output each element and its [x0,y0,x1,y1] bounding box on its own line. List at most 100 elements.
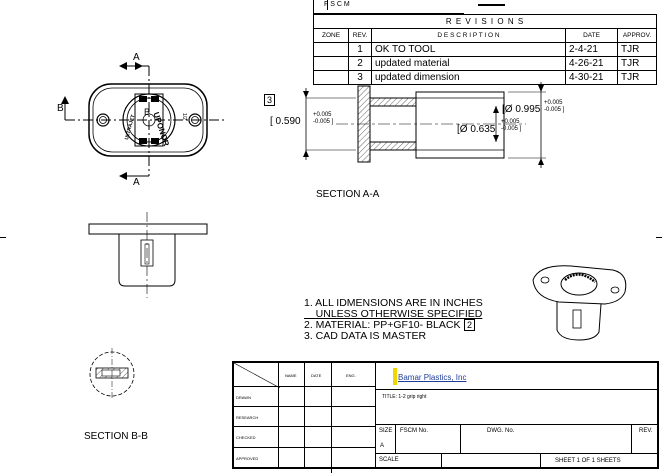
dim-inner-value: [Ø 0.635 [457,124,496,135]
company-cell: Bamar Plastics, Inc [375,362,658,390]
rev-approv: TJR [617,42,657,57]
dim-inner-tol-minus: -0.005 ] [501,126,522,132]
border-tick-bottom [331,466,332,473]
header-tick-left [327,0,328,10]
size-cell: SIZE A [375,424,396,454]
rev-number: 3 [348,70,372,85]
sheet-cell: SHEET 1 OF 1 SHEETS [540,453,658,468]
title-cell: TITLE: 1-2 grip right [375,389,658,425]
dim-outer-tol-minus: -0.005 ] [544,107,565,113]
company-name: Bamar Plastics, Inc [398,373,467,382]
section-aa-drawing [303,82,546,168]
rev-col-rev: REV. [348,28,372,43]
sign-row-label: RESEARCH [236,415,259,420]
sign-row-label: APPROVED [236,456,259,461]
header-fscm-label: F S C M [324,1,350,8]
section-aa-title: SECTION A-A [316,189,380,200]
scale-value-cell [441,453,541,468]
border-tick-right [656,237,662,238]
notes-revision-flag: 2 [464,319,475,331]
sign-corner [233,362,280,388]
dim-left-value: [ 0.590 [270,116,301,127]
dim-inner-tol-plus: +0.005 [501,119,520,125]
size-value: A [380,443,385,449]
fscm-label: FSCM No. [400,428,429,434]
general-notes: 1. ALL IDMENSIONS ARE IN INCHES UNLESS O… [304,298,483,342]
sign-grid-divider [278,406,376,407]
rev-label: REV. [639,428,653,434]
size-label: SIZE [379,428,393,434]
sign-row-label: DRAWN [236,395,251,400]
sign-row-checked: CHECKED [233,426,279,448]
section-marker-b-left: B [57,103,64,114]
drawing-title: TITLE: 1-2 grip right [382,394,427,400]
sign-grid-body [278,386,376,468]
revision-flag-number: 3 [267,95,273,105]
sign-grid-divider [331,386,332,468]
header-tick-right [478,0,505,6]
sign-header-eng: ENG. [331,362,376,387]
section-marker-a-top: A [133,52,140,63]
revisions-header-row: ZONE REV. D E S C R I P T I O N DATE APP… [313,28,657,43]
rev-col-zone: ZONE [313,28,349,43]
rev-date: 4-26-21 [565,56,618,71]
front-view-drawing [61,62,225,180]
sign-grid-divider [278,426,376,427]
revisions-table: R E V I S I O N S ZONE REV. D E S C R I … [313,14,657,85]
rev-description: updated dimension [371,70,566,85]
dwg-label: DWG. No. [487,428,515,434]
rev-zone [313,42,349,57]
note-line: 2. MATERIAL: PP+GF10- BLACK [304,319,461,331]
rev-approv: TJR [617,70,657,85]
sign-row-approved: APPROVED [233,447,279,468]
title-block: NAME DATE ENG. DRAWN RESEARCH CHECKED AP… [232,361,659,469]
note-line: 3. CAD DATA IS MASTER [304,330,427,342]
rev-col-approv: APPROV. [617,28,657,43]
sign-header-name-label: NAME [285,373,297,378]
sign-row-drawn: DRAWN [233,386,279,407]
rev-description: updated material [371,56,566,71]
sign-header-date: DATE [304,362,332,387]
section-aa-revision-flag: 3 [264,94,275,106]
revision-row: 3 updated dimension 4-30-21 TJR [313,70,657,85]
company-logo-bar [393,368,397,385]
isometric-view-drawing [532,265,627,341]
border-tick-left [0,237,6,238]
fscm-cell: FSCM No. [395,424,461,454]
sign-grid-divider [278,447,376,448]
section-bb-title: SECTION B-B [84,431,148,442]
sign-grid-divider [304,386,305,468]
sign-header-date-label: DATE [311,373,322,378]
part-text-small: 1/2 [181,113,187,120]
rev-number: 2 [348,56,372,71]
rev-approv: TJR [617,56,657,71]
revision-row: 1 OK TO TOOL 2-4-21 TJR [313,42,657,57]
rev-col-description: D E S C R I P T I O N [371,28,566,43]
header-fscm-box: F S C M [313,0,464,14]
rev-number: 1 [348,42,372,57]
note-line: UNLESS OTHERWISE SPECIFIED [304,308,483,320]
dwg-cell: DWG. No. [460,424,632,454]
sign-header-name: NAME [278,362,305,387]
sign-header-eng-label: ENG. [346,373,356,378]
rev-zone [313,56,349,71]
scale-cell: SCALE [375,453,442,468]
revisions-title: R E V I S I O N S [313,14,657,29]
rev-date: 2-4-21 [565,42,618,57]
rev-col-date: DATE [565,28,618,43]
section-marker-a-bottom: A [133,177,140,188]
dim-left-tol-minus: -0.005 ] [313,119,334,125]
rev-description: OK TO TOOL [371,42,566,57]
sign-row-research: RESEARCH [233,406,279,427]
dim-outer-value: [Ø 0.995 [502,104,541,115]
revision-flag-number: 2 [467,320,473,330]
rev-cell: REV. [631,424,658,454]
scale-label: SCALE [379,457,399,463]
revision-row: 2 updated material 4-26-21 TJR [313,56,657,71]
dim-left-tol-plus: +0.005 [313,112,332,118]
sign-row-label: CHECKED [236,435,256,440]
rev-date: 4-30-21 [565,70,618,85]
side-view-drawing [88,212,208,298]
center-label-b: B [144,107,151,117]
note-line: 1. ALL IDMENSIONS ARE IN INCHES [304,297,483,309]
